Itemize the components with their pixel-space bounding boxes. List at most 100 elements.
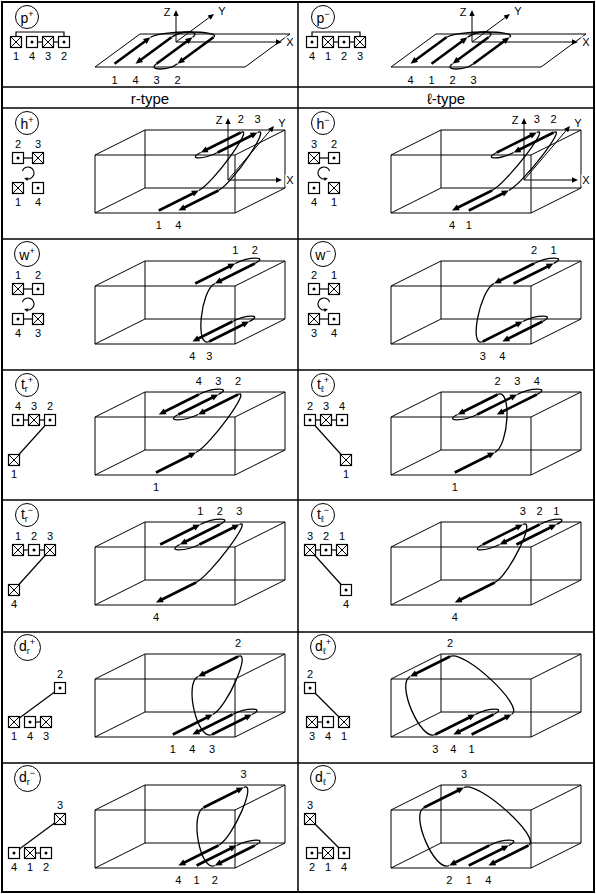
symbol-part: ℓ — [321, 384, 324, 394]
box-edge — [145, 188, 285, 189]
connecting-loop — [420, 808, 449, 867]
strand-square — [307, 848, 318, 859]
topology-circle: dℓ+ — [310, 634, 336, 660]
connecting-loop — [523, 316, 548, 321]
strand-arrowhead — [456, 788, 464, 794]
strand-arrowhead — [504, 715, 512, 721]
strand-number: 4 — [26, 731, 34, 742]
symbol-part: d — [19, 638, 27, 654]
cross-mark — [29, 415, 40, 426]
cross-mark — [305, 545, 316, 556]
strand-number: 4 — [308, 51, 316, 62]
row-divider — [2, 238, 594, 240]
strand-square — [9, 848, 20, 859]
connecting-loop — [213, 656, 242, 715]
topology-circle: w− — [310, 241, 336, 267]
strand-arrowhead — [501, 191, 509, 197]
axis-label: Z — [459, 7, 468, 18]
dot-mark — [341, 419, 344, 422]
strand-number: 3 — [254, 113, 262, 124]
symbol-part: + — [28, 115, 33, 125]
strand-square — [321, 545, 332, 556]
strand-number: 3 — [310, 328, 318, 339]
beta-strand — [160, 527, 196, 545]
cross-mark — [329, 183, 340, 194]
box-edge — [531, 580, 581, 605]
strand-number: 2 — [237, 113, 245, 124]
strand-number: 2 — [306, 669, 314, 680]
strand-number: 4 — [484, 874, 492, 885]
box-edge — [95, 286, 235, 287]
strand-arrowhead — [502, 336, 510, 342]
box-edge — [235, 155, 236, 213]
strand-number: 2 — [211, 874, 219, 885]
strand-number: 2 — [550, 113, 558, 124]
box-edge — [95, 810, 96, 868]
cross-mark — [309, 153, 320, 164]
box-edge — [95, 737, 235, 738]
strand-arrowhead — [515, 525, 523, 531]
strand-square — [13, 415, 24, 426]
symbol-part: ℓ — [323, 777, 326, 787]
symbol-part: + — [28, 9, 33, 19]
beta-strand — [159, 193, 195, 211]
strand-arrowhead — [143, 37, 151, 44]
symbol-part: r — [27, 646, 30, 656]
dot-mark — [309, 419, 312, 422]
strand-square — [9, 455, 20, 466]
strand-number: 2 — [234, 637, 242, 648]
strand-number: 2 — [446, 637, 454, 648]
box-edge — [95, 605, 235, 606]
strand-arrowhead — [411, 57, 419, 64]
cross-mark — [33, 153, 44, 164]
strand-number: 2 — [340, 51, 348, 62]
box-edge — [95, 130, 145, 155]
connecting-loop — [534, 258, 559, 263]
cross-mark — [41, 717, 52, 728]
strand-square — [33, 183, 44, 194]
strand-number: 1 — [465, 219, 473, 230]
axis-line — [472, 42, 574, 43]
rotation-arrow — [318, 167, 330, 179]
strand-arrowhead — [244, 715, 252, 721]
strand-number: 4 — [10, 599, 18, 610]
cross-mark — [25, 848, 36, 859]
dot-mark — [13, 852, 16, 855]
cross-mark — [45, 545, 56, 556]
symbol-part: d — [315, 638, 323, 654]
box-edge — [95, 475, 235, 476]
strand-number: 2 — [42, 862, 50, 873]
cross-mark — [41, 717, 52, 728]
strand-number: 1 — [169, 743, 177, 754]
strand-arrowhead — [205, 715, 213, 721]
beta-strand — [178, 397, 214, 415]
strand-square — [13, 183, 24, 194]
bracket-line — [16, 32, 64, 37]
type-heading: r-type — [130, 90, 170, 105]
strand-number: 3 — [356, 51, 364, 62]
connecting-loop — [447, 32, 511, 37]
dot-mark — [311, 852, 314, 855]
strand-number: 3 — [42, 731, 50, 742]
box-edge — [531, 712, 581, 737]
row-divider — [2, 86, 594, 88]
strand-square — [29, 415, 40, 426]
connecting-loop — [151, 32, 215, 37]
beta-strand — [160, 583, 196, 601]
beta-strand — [455, 455, 491, 473]
strand-square — [33, 284, 44, 295]
axis-arrowhead — [268, 126, 274, 132]
symbol-part: − — [324, 115, 329, 125]
box-edge — [95, 188, 145, 213]
strand-number: 4 — [338, 401, 346, 412]
topology-circle: tℓ− — [311, 503, 335, 527]
box-edge — [441, 843, 581, 844]
strand-number: 3 — [34, 139, 42, 150]
row-divider — [2, 107, 594, 109]
dot-mark — [333, 318, 336, 321]
box-edge — [391, 286, 392, 344]
cross-mark — [9, 455, 20, 466]
strand-square — [305, 415, 316, 426]
strand-square — [11, 37, 22, 48]
